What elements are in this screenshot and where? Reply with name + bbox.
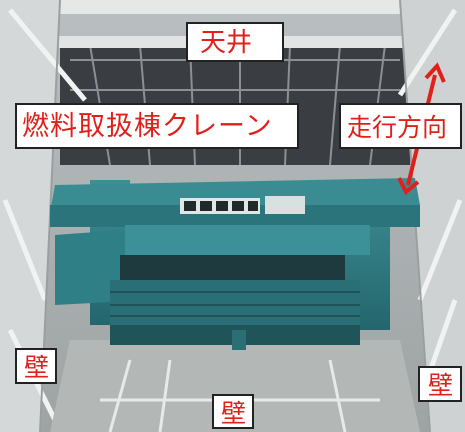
crane-body xyxy=(50,178,420,350)
label-wall-right: 壁 xyxy=(418,366,462,402)
label-fuel-handling-crane: 燃料取扱棟クレーン xyxy=(15,103,299,149)
label-travel-direction: 走行方向 xyxy=(339,103,462,149)
label-ceiling: 天井 xyxy=(186,22,284,62)
label-wall-left: 壁 xyxy=(15,348,57,384)
floor-area xyxy=(50,340,420,432)
label-wall-center: 壁 xyxy=(212,394,254,429)
